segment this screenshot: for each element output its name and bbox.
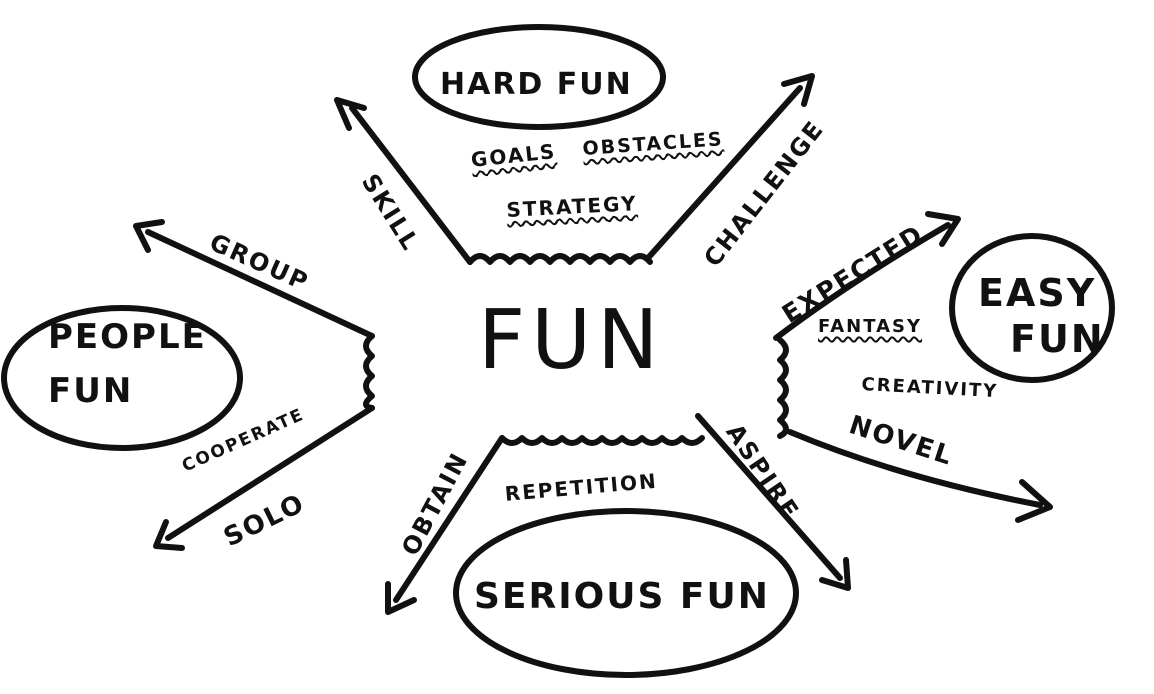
strategy-word: STRATEGY: [505, 191, 639, 222]
expected-arrow-line: [773, 222, 951, 341]
easy-fun-title-line1: EASY: [978, 271, 1097, 315]
people-fun-title-line2: FUN: [48, 371, 134, 411]
challenge-arrow-line: [645, 85, 803, 261]
solo-arrowhead: [153, 519, 185, 551]
skill-arrow-line: [349, 105, 473, 265]
center-title: FUN: [478, 293, 665, 388]
serious-fun-bubble: [453, 508, 799, 678]
skill-arrowhead: [334, 97, 367, 131]
novel-arrowhead: [1015, 479, 1053, 523]
aspire-arrowhead: [819, 557, 851, 591]
hard-fun-title: HARD FUN: [440, 67, 633, 102]
aspire-arrow-line: [695, 413, 843, 581]
group-arrowhead: [133, 219, 165, 253]
people-fun-bubble: [1, 305, 243, 451]
left-torn-edge: [363, 333, 375, 411]
expected-arrowhead: [925, 211, 961, 247]
group-arrow-line: [145, 229, 375, 339]
obtain-arrowhead: [385, 581, 417, 615]
easy-fun-title-line2: FUN: [1010, 317, 1105, 361]
right-torn-edge: [777, 337, 789, 439]
bottom-torn-edge: [499, 435, 705, 446]
solo-arrow-line: [165, 405, 375, 541]
fantasy-word: FANTASY: [818, 316, 923, 337]
challenge-arrowhead: [781, 73, 815, 107]
hard-fun-bubble: [412, 24, 666, 130]
people-fun-title-line1: PEOPLE: [48, 317, 207, 357]
serious-fun-title: SERIOUS FUN: [474, 576, 770, 617]
novel-arrow-line: [787, 429, 1043, 508]
top-torn-edge: [467, 253, 653, 265]
easy-fun-bubble: [949, 233, 1115, 383]
obtain-arrow-line: [393, 435, 505, 603]
